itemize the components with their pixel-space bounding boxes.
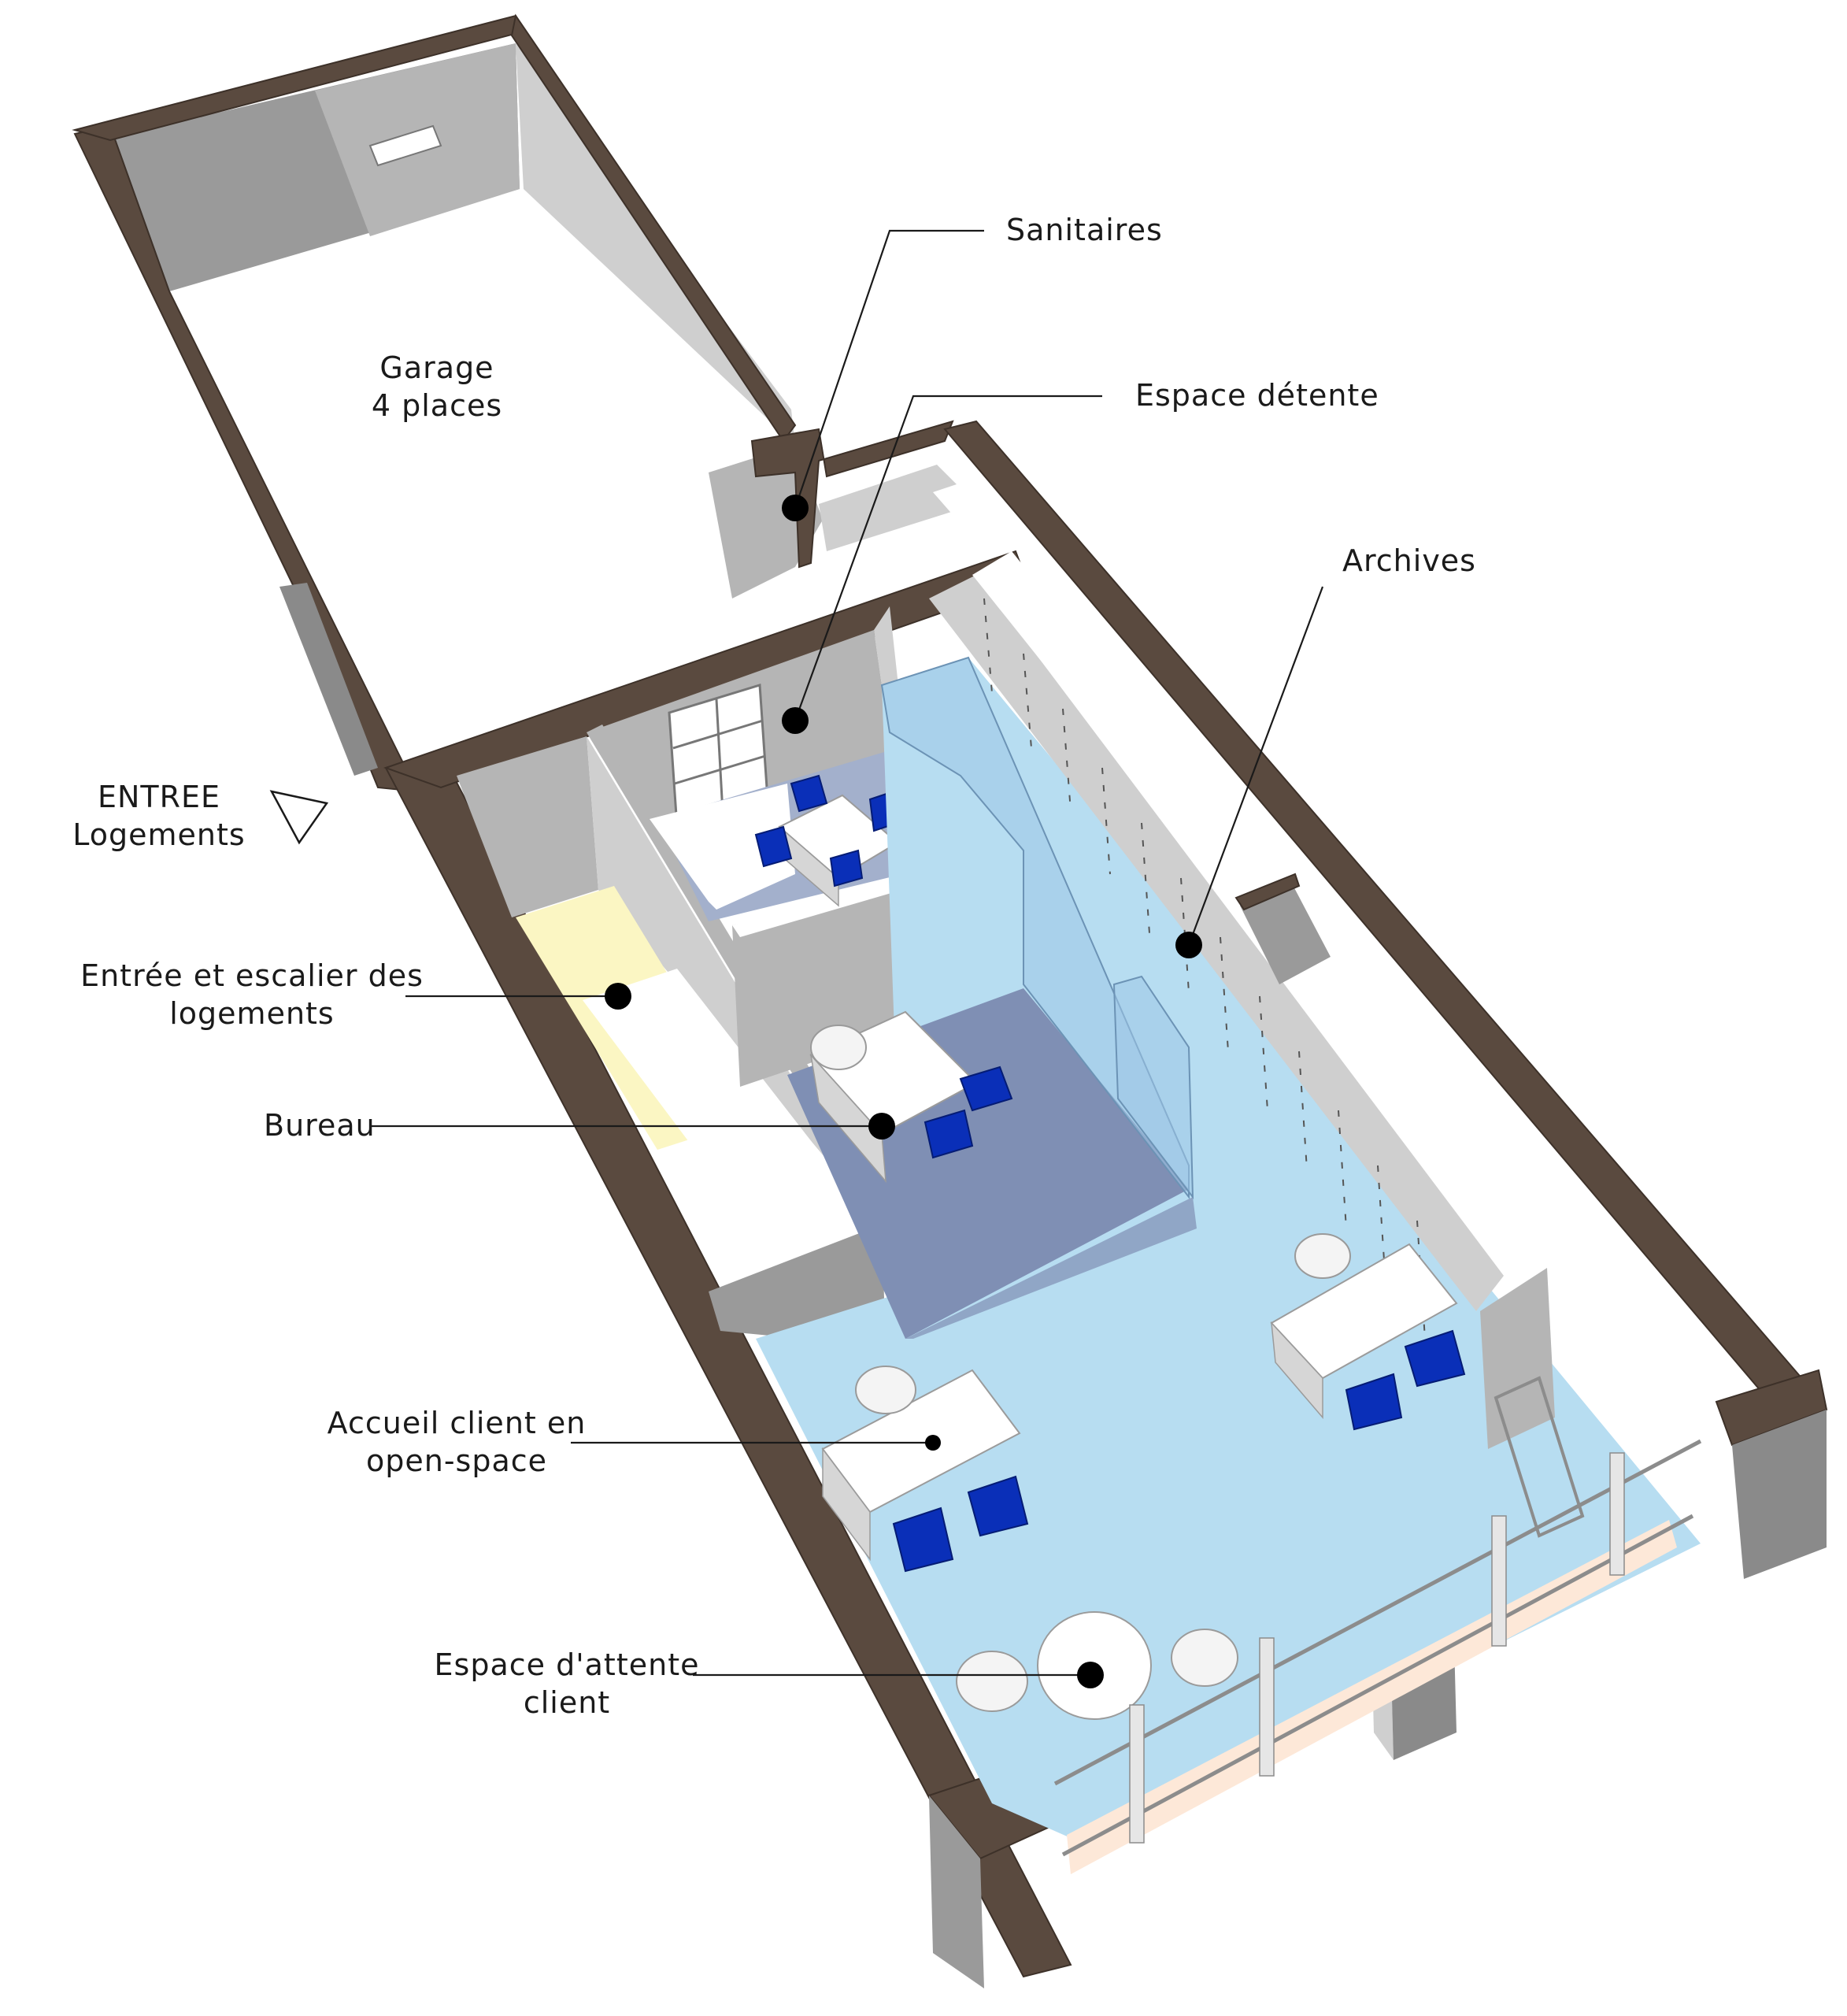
label-archives: Archives (1342, 543, 1476, 578)
label-garage: Garage (379, 350, 494, 385)
bureau-furniture (809, 1010, 1013, 1184)
label-attente: Espace d'attente (435, 1647, 700, 1682)
garage-zone (72, 13, 797, 793)
label-espace-detente: Espace détente (1135, 378, 1379, 413)
main-walls (383, 420, 1828, 1988)
glazed-facade (1053, 1376, 1702, 1874)
sanitaires-zone (709, 420, 996, 598)
label-sanitaires: Sanitaires (1006, 213, 1163, 247)
label-entree-escalier-2: logements (169, 996, 334, 1031)
labels: Garage 4 places Sanitaires Espace détent… (72, 213, 1476, 1720)
accueil-furniture (821, 1233, 1466, 1573)
label-entree: ENTREE (98, 780, 220, 814)
label-entree-escalier: Entrée et escalier des (80, 958, 424, 993)
label-accueil-2: open-space (366, 1443, 547, 1478)
label-logements: Logements (72, 817, 245, 852)
label-bureau: Bureau (264, 1108, 376, 1143)
label-accueil: Accueil client en (328, 1406, 587, 1440)
leader-lines (370, 229, 1324, 1688)
entry-arrow-icon (269, 790, 329, 845)
label-garage-places: 4 places (372, 388, 502, 423)
label-attente-2: client (524, 1685, 610, 1720)
window-grid (668, 684, 769, 828)
